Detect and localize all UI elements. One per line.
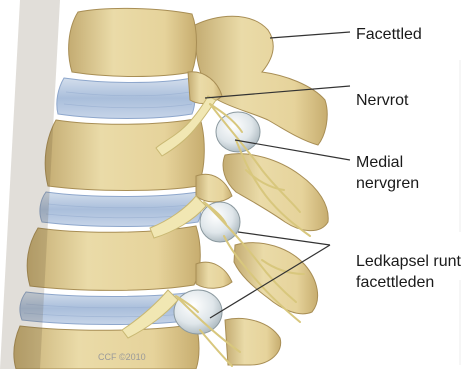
label-facettled: Facettled — [356, 24, 422, 45]
leader-facettled — [270, 32, 350, 38]
vertebral-body-3 — [27, 226, 200, 290]
label-medial-line1: Medial — [356, 152, 419, 173]
lamina-bottom — [225, 318, 281, 365]
joint-capsule-middle — [200, 202, 240, 242]
vertebral-body-1 — [69, 8, 197, 76]
label-nervrot: Nervrot — [356, 90, 408, 111]
label-ledkapsel: Ledkapsel runt facettleden — [356, 251, 461, 293]
image-credit: CCF ©2010 — [98, 352, 146, 362]
label-medial-nervgren: Medial nervgren — [356, 152, 419, 194]
label-ledkapsel-line1: Ledkapsel runt — [356, 251, 461, 272]
label-ledkapsel-line2: facettleden — [356, 272, 461, 293]
vertebral-body-2 — [45, 118, 204, 191]
label-medial-line2: nervgren — [356, 173, 419, 194]
intervertebral-disc-1 — [57, 78, 195, 119]
